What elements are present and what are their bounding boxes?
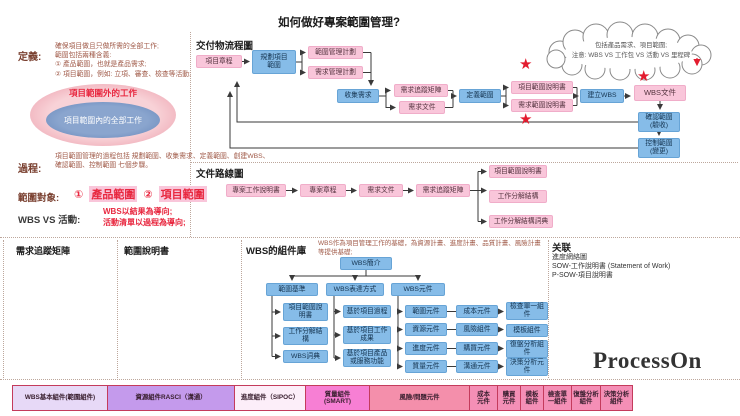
legend-segment: 成本 元件 bbox=[469, 385, 498, 411]
divider-vertical-edge bbox=[3, 240, 4, 378]
deliverable-flow-header: 交付物流程圖 bbox=[196, 41, 254, 52]
venn-inner-ellipse: 項目範圍內的全部工作 bbox=[46, 102, 160, 138]
node-communication-element: 溝通元件 bbox=[456, 360, 498, 373]
node-wbs-document: WBS文件 bbox=[634, 85, 686, 101]
legend-segment: WBS基本組件(範圍組件) bbox=[12, 385, 108, 411]
related-item: P-SOW-項目說明書 bbox=[552, 272, 613, 279]
node-resource-element: 資源元件 bbox=[405, 323, 447, 336]
node-project-sow: 專案工作說明書 bbox=[226, 184, 286, 197]
wbs-library-header: WBS的組件庫 bbox=[246, 246, 307, 257]
legend-segment: 進度組件（SIPOC） bbox=[234, 385, 306, 411]
node-cost-element: 成本元件 bbox=[456, 305, 498, 318]
legend-segment: 資源組件RASCI（溝通） bbox=[107, 385, 235, 411]
node-define-scope: 定義範圍 bbox=[459, 89, 501, 103]
scope-statement-section-header: 範圍說明書 bbox=[124, 246, 170, 256]
node-req-trace-matrix-2: 需求追蹤矩陣 bbox=[416, 184, 470, 197]
node-req-mgmt-plan: 需求管理計劃 bbox=[308, 66, 363, 79]
divider-vertical-left bbox=[190, 32, 191, 237]
node-quality-element: 質量元件 bbox=[405, 360, 447, 373]
venn-outer-label: 項目範圍外的工作 bbox=[68, 88, 137, 98]
related-item: SOW-工作說明書 (Statement of Work) bbox=[552, 263, 671, 270]
node-wbs-elements: WBS元件 bbox=[391, 283, 445, 296]
req-matrix-section-header: 需求追蹤矩陣 bbox=[16, 246, 71, 256]
legend-segment: 決策分析 組件 bbox=[600, 385, 633, 411]
legend-segment: 質量組件 (SMART) bbox=[305, 385, 370, 411]
document-flow-header: 文件路線圖 bbox=[196, 169, 244, 180]
scope-item-1-number: ① bbox=[74, 188, 84, 201]
node-plan-scope: 規劃項目 範圍 bbox=[252, 50, 296, 74]
node-schedule-element: 進度元件 bbox=[405, 342, 447, 355]
node-project-scope-statement: 項目範圍說明書 bbox=[511, 81, 573, 94]
node-control-scope: 控制範圍 (變更) bbox=[638, 138, 680, 158]
node-review-analysis-component: 復盤分析組 件 bbox=[506, 340, 548, 358]
legend-segment: 復盤分析 組件 bbox=[571, 385, 601, 411]
node-scope-baseline: 範圍基準 bbox=[266, 283, 318, 296]
star-icon: ★ bbox=[637, 68, 651, 85]
node-by-product-service: 基於項目產品 或服務功能 bbox=[343, 349, 391, 367]
node-project-charter-doc: 專案章程 bbox=[300, 184, 346, 197]
node-wbs-structure-item: 工作分解結 構 bbox=[283, 327, 328, 345]
legend-segment: 檢查單 一組件 bbox=[543, 385, 572, 411]
node-scope-mgmt-plan: 範圍管理計劃 bbox=[308, 46, 363, 59]
divider-vertical-1 bbox=[117, 240, 118, 378]
processon-watermark: ProcessOn bbox=[593, 348, 702, 373]
star-icon: ★ bbox=[519, 56, 533, 73]
divider-horizontal-bottom bbox=[0, 379, 740, 380]
node-checklist-component: 檢查單一組 件 bbox=[506, 302, 548, 320]
legend-segment: 風險/問題元件 bbox=[369, 385, 470, 411]
node-template-component: 模板組件 bbox=[506, 324, 548, 337]
scope-item-1-text: 產品範圍 bbox=[89, 186, 138, 202]
scope-item-2-text: 項目範圍 bbox=[158, 186, 207, 202]
wbs-vs-activity-text: WBS以結果為導向; 活動清單以過程為導向; bbox=[103, 207, 186, 228]
node-wbs-dictionary: 工作分解結構詞典 bbox=[489, 215, 553, 228]
cloud-note-text: 包括產品需求、項目範圍; 注意: WBS VS 工作包 VS 活動 VS 里程碑 bbox=[571, 42, 691, 59]
node-req-trace-matrix: 需求追蹤矩陣 bbox=[394, 84, 448, 97]
node-create-wbs: 建立WBS bbox=[580, 89, 624, 103]
star-icon: ★ bbox=[519, 111, 533, 128]
node-req-document: 需求文件 bbox=[399, 101, 445, 114]
related-item: 進度網絡圖 bbox=[552, 254, 587, 261]
node-wbs-dictionary-item: WBS詞典 bbox=[283, 350, 328, 363]
node-scope-statement-doc: 項目範圍說明書 bbox=[489, 165, 547, 178]
divider-vertical-2 bbox=[241, 240, 242, 378]
node-scope-statement-item: 項目範圍說 明書 bbox=[283, 303, 328, 321]
divider-vertical-3 bbox=[548, 240, 549, 378]
divider-horizontal-flow bbox=[190, 162, 738, 163]
node-by-process: 基於項目過程 bbox=[343, 305, 391, 318]
node-risk-component: 風險組件 bbox=[456, 323, 498, 336]
legend-segment: 模板 組件 bbox=[520, 385, 544, 411]
definition-text: 確保項目做且只做所需的全部工作; 範圍包括兩種含義: ① 產品範圍，也就是產品需… bbox=[55, 43, 191, 78]
node-by-work-result: 基於項目工作 成果 bbox=[343, 326, 391, 344]
scope-item-2-number: ② bbox=[143, 188, 153, 201]
node-wbs-structure: 工作分解結構 bbox=[489, 190, 547, 203]
node-wbs-expression: WBS表達方式 bbox=[326, 283, 384, 296]
node-project-charter: 項目章程 bbox=[196, 55, 242, 68]
node-wbs-intro: WBS簡介 bbox=[340, 257, 392, 270]
node-req-doc-2: 需求文件 bbox=[359, 184, 403, 197]
node-collect-requirements: 收集需求 bbox=[337, 89, 379, 103]
node-decision-analysis-element: 決策分析元 件 bbox=[506, 358, 548, 376]
page-title: 如何做好專案範圍管理? bbox=[278, 17, 401, 29]
process-label: 過程: bbox=[18, 164, 42, 175]
node-req-scope-statement: 需求範圍說明書 bbox=[511, 99, 573, 112]
node-validate-scope: 確認範圍 (驗收) bbox=[638, 112, 680, 132]
wbs-vs-activity-label: WBS VS 活動: bbox=[18, 215, 81, 226]
node-procurement-element: 購買元件 bbox=[456, 342, 498, 355]
legend-segment: 購買 元件 bbox=[497, 385, 521, 411]
divider-horizontal-middle bbox=[0, 237, 740, 238]
definition-label: 定義: bbox=[18, 52, 42, 63]
node-scope-element: 範圍元件 bbox=[405, 305, 447, 318]
component-legend-bar: WBS基本組件(範圍組件) 資源組件RASCI（溝通） 進度組件（SIPOC） … bbox=[12, 385, 633, 411]
scope-object-label: 範圍對象: bbox=[18, 193, 60, 204]
related-header: 关联 bbox=[552, 243, 572, 254]
wbs-library-description: WBS作為項目管理工作的基礎，為資源計畫、進度計畫、品質計畫、風險計畫等提供基礎… bbox=[318, 240, 541, 256]
scope-object-items: ① 產品範圍 ② 項目範圍 bbox=[74, 186, 207, 202]
process-text: 項目範圍管理的過程包括 規劃範圍、收集需求、定義範圍、創建WBS、 確認範圍、控… bbox=[55, 153, 270, 170]
